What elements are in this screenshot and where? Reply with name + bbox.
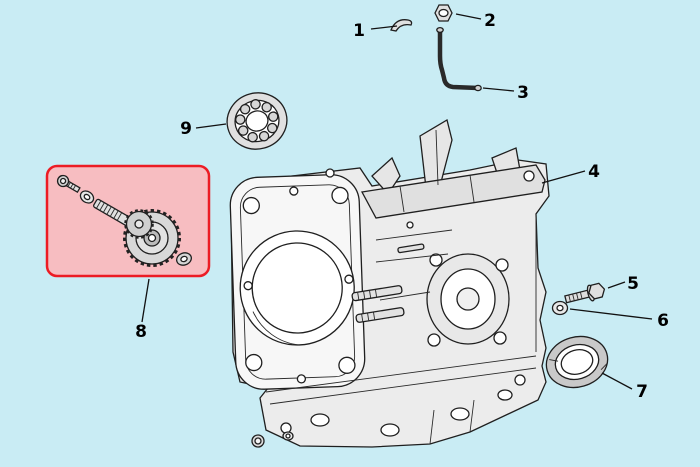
callout-2[interactable]: 2 xyxy=(484,11,496,31)
crankcase-right-face xyxy=(426,253,510,347)
leader-lines xyxy=(141,13,653,390)
leader-line-3 xyxy=(482,87,515,92)
callout-7[interactable]: 7 xyxy=(636,382,648,402)
top-mounting-bracket xyxy=(360,118,546,219)
callout-3[interactable]: 3 xyxy=(517,83,529,103)
part-1-clip xyxy=(390,19,413,32)
leader-line-9 xyxy=(195,123,227,129)
leader-line-1 xyxy=(370,25,398,30)
callout-labels: 1 2 3 4 5 6 7 8 9 xyxy=(135,11,669,402)
gear-washer-front xyxy=(79,190,95,204)
crank-bore xyxy=(456,287,480,311)
part-6-washer xyxy=(551,300,569,316)
leader-line-8 xyxy=(141,278,150,323)
bearing-balls xyxy=(235,99,279,143)
cylinder-studs xyxy=(351,243,425,323)
governor-pinion xyxy=(124,209,154,239)
engine-block-drawing xyxy=(229,118,550,448)
part-9-ball-bearing xyxy=(226,92,288,150)
leader-line-7 xyxy=(601,372,633,390)
base-flange xyxy=(280,374,526,437)
gear-shaft xyxy=(93,198,136,229)
callout-8[interactable]: 8 xyxy=(135,322,147,342)
gear-bolt xyxy=(56,174,81,194)
callout-5[interactable]: 5 xyxy=(627,274,639,294)
leader-line-5 xyxy=(607,281,626,289)
base-bolt-and-washer xyxy=(251,431,294,448)
part-3-governor-arm-rod xyxy=(436,26,482,92)
callout-1[interactable]: 1 xyxy=(353,21,365,41)
cylinder-flange xyxy=(229,174,366,390)
leader-line-2 xyxy=(455,13,482,20)
bracket-bolt-hole xyxy=(523,170,535,182)
callout-4[interactable]: 4 xyxy=(588,162,600,182)
part-2-nut xyxy=(434,4,453,22)
leader-line-4 xyxy=(541,170,586,184)
leader-line-6 xyxy=(569,308,653,320)
part-8-governor-gear-assembly xyxy=(56,174,192,267)
part-7-oil-seal xyxy=(545,335,609,389)
casting-ribs xyxy=(265,168,537,445)
callout-9[interactable]: 9 xyxy=(180,119,192,139)
part-5-flange-bolt xyxy=(564,282,606,304)
gear-washer-rear xyxy=(176,252,192,266)
callout-6[interactable]: 6 xyxy=(657,311,669,331)
